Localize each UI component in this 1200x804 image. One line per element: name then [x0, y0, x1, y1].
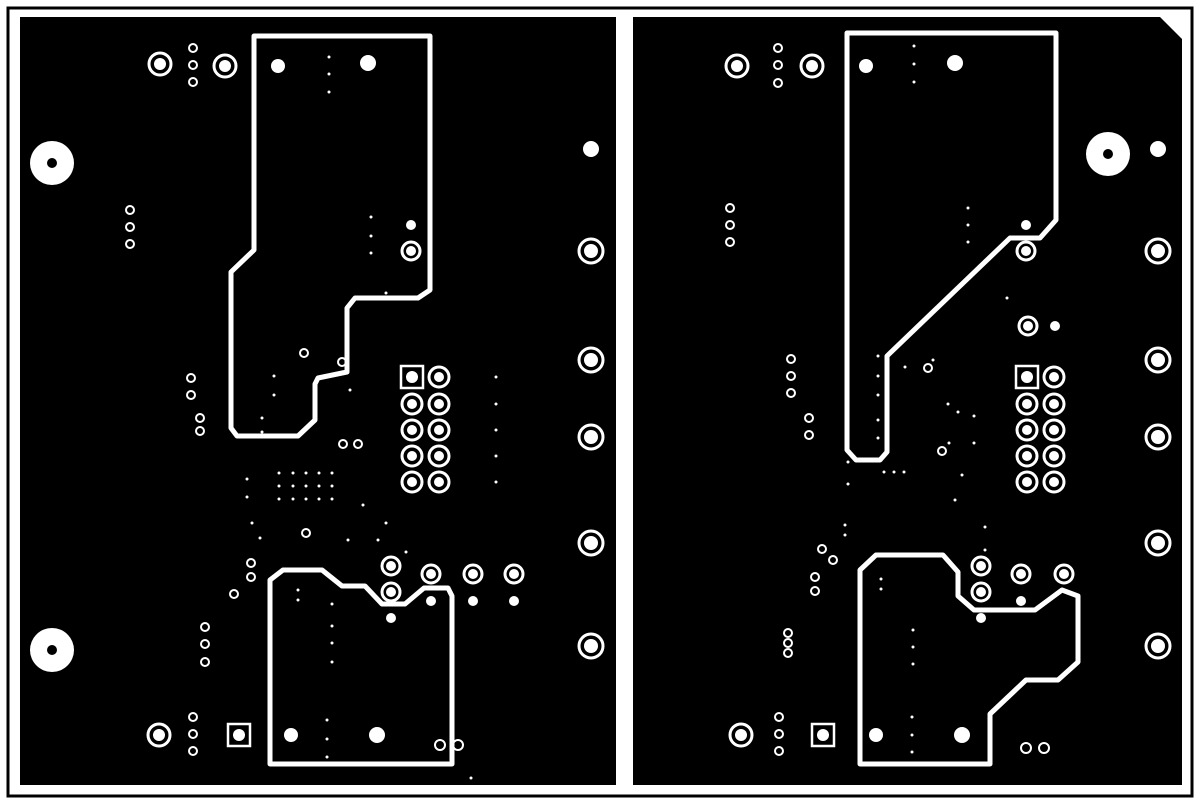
- right-lower-copper-outline: [857, 552, 1081, 767]
- right-vias: [725, 203, 947, 658]
- right-board: [633, 17, 1182, 785]
- right-edge-pads: [1144, 141, 1172, 660]
- right-header-2x5: [1014, 364, 1066, 494]
- left-upper-copper-outline: [228, 33, 433, 439]
- left-pad-row: [380, 220, 525, 623]
- right-board-notch: [1160, 17, 1183, 40]
- right-pcb-layer: [633, 17, 1183, 785]
- mounting-hole-center: [47, 158, 57, 168]
- left-lower-copper-outline: [267, 567, 455, 767]
- right-upper-copper-outline: [844, 30, 1059, 463]
- left-board: [20, 17, 616, 785]
- left-top-connector: [147, 43, 376, 87]
- left-bottom-connector: [146, 712, 464, 756]
- left-vias: [125, 205, 363, 667]
- right-mounting-holes: [1086, 132, 1130, 176]
- left-header-2x5: [399, 364, 451, 494]
- left-pcb-layer: [20, 17, 616, 785]
- right-pad-row: [970, 220, 1075, 623]
- left-via-dots: [245, 55, 498, 780]
- left-mounting-holes: [30, 141, 74, 672]
- right-via-dots: [843, 44, 1009, 754]
- left-edge-pads: [577, 141, 605, 660]
- mounting-hole-center: [47, 645, 57, 655]
- mounting-hole-center: [1103, 149, 1113, 159]
- outer-frame: [6, 6, 1194, 798]
- right-bottom-connector: [728, 712, 1050, 756]
- right-top-connector: [724, 43, 963, 88]
